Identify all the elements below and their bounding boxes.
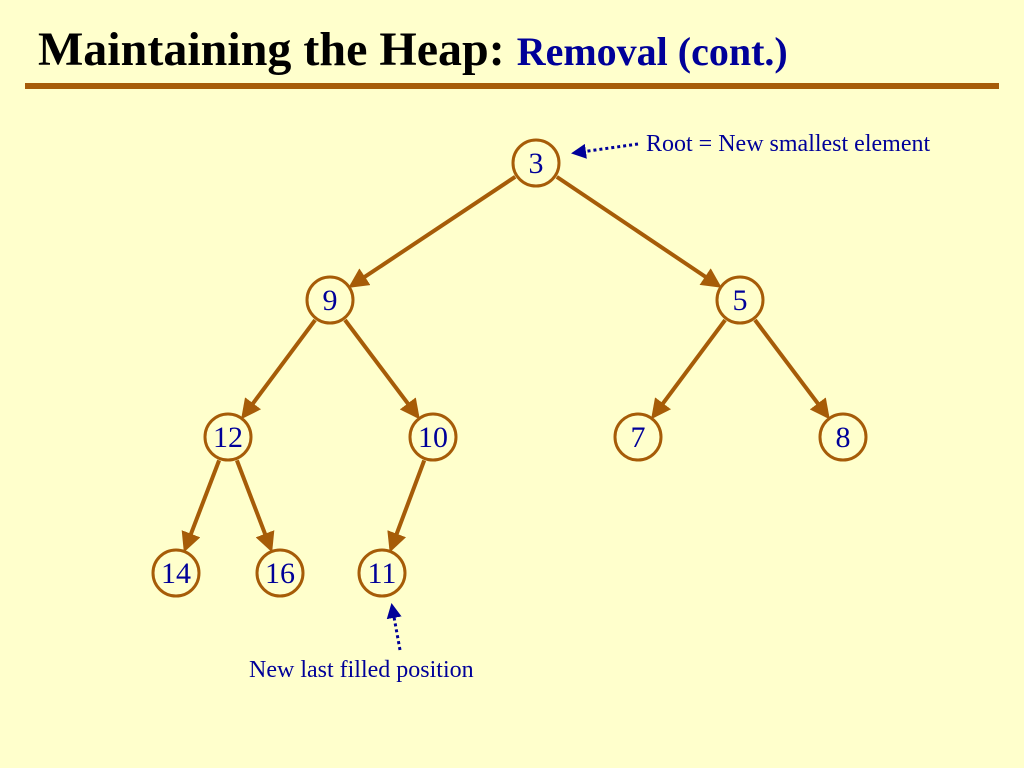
- node-label: 3: [529, 147, 544, 180]
- last-note-label: New last filled position: [249, 657, 474, 683]
- node-circle: [151, 548, 201, 598]
- node-circle: [715, 275, 765, 325]
- tree-edge-n3-n9: [348, 175, 517, 288]
- node-label: 5: [733, 284, 748, 317]
- nodes-layer: 3 9 5 12 10 7 8 14 16 11: [151, 138, 868, 598]
- tree-edge-n9-n10: [343, 318, 420, 420]
- node-label: 7: [631, 421, 646, 454]
- heap-node-11: 11: [357, 548, 407, 598]
- tree-edge-n12-n16: [235, 459, 275, 553]
- tree-edge-n5-n8: [753, 318, 830, 420]
- node-label: 9: [323, 284, 338, 317]
- heap-node-3: 3: [511, 138, 561, 188]
- node-label: 8: [836, 421, 851, 454]
- root-note-label: Root = New smallest element: [646, 131, 930, 157]
- node-circle: [818, 412, 868, 462]
- node-circle: [255, 548, 305, 598]
- heap-node-5: 5: [715, 275, 765, 325]
- node-circle: [203, 412, 253, 462]
- heap-node-10: 10: [408, 412, 458, 462]
- slide-title: Maintaining the Heap: Removal (cont.): [38, 22, 788, 77]
- node-circle: [408, 412, 458, 462]
- node-label: 12: [213, 421, 243, 454]
- tree-edge-n3-n5: [555, 175, 722, 288]
- tree-edge-n9-n12: [241, 318, 317, 420]
- root-note-arrow: [571, 142, 639, 159]
- tree-edge-n12-n14: [181, 459, 221, 553]
- node-circle: [357, 548, 407, 598]
- node-label: 10: [418, 421, 448, 454]
- heap-node-16: 16: [255, 548, 305, 598]
- edges-layer: [181, 175, 830, 553]
- node-circle: [613, 412, 663, 462]
- last-note-arrow: [386, 603, 402, 651]
- heap-node-7: 7: [613, 412, 663, 462]
- node-circle: [511, 138, 561, 188]
- node-label: 16: [265, 557, 295, 590]
- node-label: 14: [161, 557, 191, 590]
- node-label: 11: [368, 557, 397, 590]
- heap-node-9: 9: [305, 275, 355, 325]
- slide-title-main: Maintaining the Heap:: [38, 23, 517, 76]
- heap-node-12: 12: [203, 412, 253, 462]
- node-circle: [305, 275, 355, 325]
- tree-edge-n10-n11: [387, 459, 427, 553]
- heap-node-14: 14: [151, 548, 201, 598]
- tree-edge-n5-n7: [651, 318, 727, 420]
- title-divider: [25, 83, 999, 89]
- heap-node-8: 8: [818, 412, 868, 462]
- slide-title-sub: Removal (cont.): [516, 29, 788, 74]
